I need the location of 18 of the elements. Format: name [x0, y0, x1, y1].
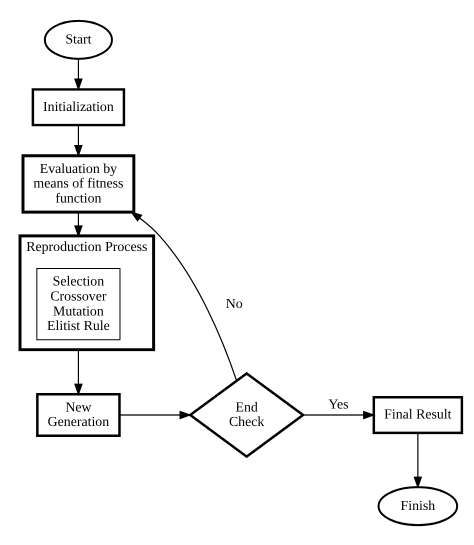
arrow	[414, 432, 422, 488]
edge-label: Yes	[328, 396, 349, 411]
node-ellipse: Finish	[378, 486, 458, 526]
node-box: Evaluation by means of fitness function	[22, 154, 136, 214]
node-box: Selection Crossover Mutation Elitist Rule	[36, 268, 120, 340]
node-box: New Generation	[36, 392, 121, 437]
arrow	[119, 410, 192, 419]
node-box: Final Result	[372, 395, 464, 434]
node-diamond: End Check	[188, 371, 306, 458]
arrow	[74, 212, 83, 238]
edge-label: No	[226, 295, 243, 310]
arrow	[303, 410, 376, 419]
arrow	[74, 58, 83, 90]
arrow	[130, 210, 238, 380]
node-box: Initialization	[32, 88, 126, 126]
arrow	[74, 349, 83, 396]
node-ellipse: Start	[44, 19, 113, 60]
arrow	[74, 124, 83, 157]
